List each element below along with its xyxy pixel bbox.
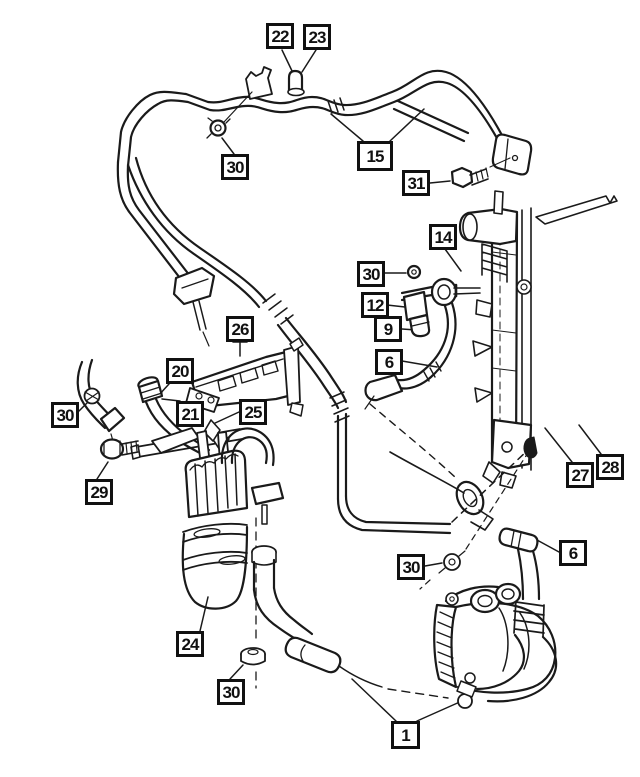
callout-1[interactable]: 1	[391, 721, 420, 749]
callout-25-label: 25	[244, 402, 263, 422]
callout-31-label: 31	[407, 173, 426, 193]
callout-30-bottom-right[interactable]: 30	[397, 554, 425, 580]
callout-30-bottom-left-label: 30	[222, 682, 241, 702]
callout-6-fitting[interactable]: 6	[559, 540, 587, 566]
callout-25[interactable]: 25	[239, 399, 267, 425]
callout-30-top-label: 30	[226, 157, 245, 177]
callout-30-bottom-left[interactable]: 30	[217, 679, 245, 705]
mounting-bracket	[131, 338, 303, 459]
callout-26-label: 26	[231, 319, 250, 339]
callout-21[interactable]: 21	[176, 401, 204, 427]
callout-30-top[interactable]: 30	[221, 154, 249, 180]
callout-26[interactable]: 26	[226, 316, 254, 342]
callout-30-mid[interactable]: 30	[357, 261, 385, 287]
callout-30-mid-label: 30	[362, 264, 381, 284]
valve-assembly	[402, 266, 480, 336]
callout-14-label: 14	[434, 227, 453, 247]
callout-20-label: 20	[171, 361, 190, 381]
callout-1-label: 1	[401, 725, 411, 745]
callout-28-label: 28	[601, 457, 620, 477]
callout-22-label: 22	[271, 26, 290, 46]
suction-u-bend	[222, 428, 448, 698]
callout-6-hose-label: 6	[384, 352, 395, 372]
callout-24[interactable]: 24	[176, 631, 204, 657]
callout-14[interactable]: 14	[429, 224, 457, 250]
callout-30-left[interactable]: 30	[51, 402, 79, 428]
condenser-assembly	[460, 191, 617, 488]
callout-22[interactable]: 22	[266, 23, 294, 49]
callout-27-label: 27	[571, 465, 590, 485]
bolt-31	[452, 158, 510, 187]
callout-30-bottom-right-label: 30	[402, 557, 421, 577]
callout-23-label: 23	[308, 27, 327, 47]
liquid-line	[128, 158, 530, 533]
callout-20[interactable]: 20	[166, 358, 194, 384]
hose-6	[365, 303, 455, 409]
bolt-29	[101, 440, 138, 459]
callout-24-label: 24	[181, 634, 200, 654]
discharge-and-liquid-tubes	[118, 67, 531, 346]
callout-30-left-label: 30	[56, 405, 75, 425]
callout-9-label: 9	[383, 319, 394, 339]
callout-9[interactable]: 9	[374, 316, 402, 342]
callout-6-hose[interactable]: 6	[375, 349, 403, 375]
callout-12[interactable]: 12	[361, 292, 389, 318]
callout-28[interactable]: 28	[596, 454, 624, 480]
callout-31[interactable]: 31	[402, 170, 430, 196]
nut-30-top	[207, 92, 252, 138]
callout-29-label: 29	[90, 482, 109, 502]
callout-27[interactable]: 27	[566, 462, 594, 488]
callout-6-fitting-label: 6	[568, 543, 579, 563]
callout-15-label: 15	[366, 146, 385, 166]
callout-21-label: 21	[181, 404, 200, 424]
compressor	[420, 445, 556, 708]
callout-29[interactable]: 29	[85, 479, 113, 505]
callout-12-label: 12	[366, 295, 385, 315]
callout-15[interactable]: 15	[357, 141, 393, 171]
callout-23[interactable]: 23	[303, 24, 331, 50]
drain-hose-stub	[78, 360, 124, 448]
